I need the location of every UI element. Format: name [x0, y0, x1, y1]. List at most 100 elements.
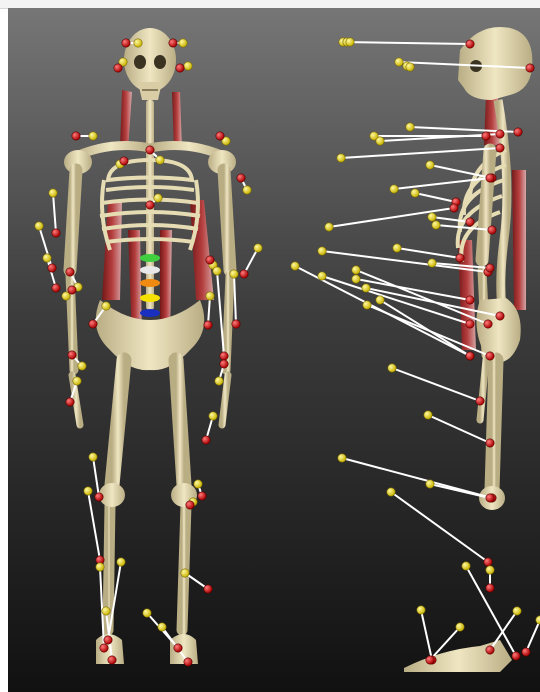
experimental-marker[interactable] [204, 321, 212, 329]
experimental-marker[interactable] [486, 584, 494, 592]
virtual-marker[interactable] [96, 563, 104, 571]
virtual-marker[interactable] [352, 275, 360, 283]
virtual-marker[interactable] [102, 607, 110, 615]
virtual-marker[interactable] [291, 262, 299, 270]
experimental-marker[interactable] [52, 284, 60, 292]
experimental-marker[interactable] [526, 64, 534, 72]
virtual-marker[interactable] [406, 63, 414, 71]
experimental-marker[interactable] [66, 398, 74, 406]
experimental-marker[interactable] [72, 132, 80, 140]
experimental-marker[interactable] [216, 132, 224, 140]
experimental-marker[interactable] [89, 320, 97, 328]
virtual-marker[interactable] [486, 566, 494, 574]
experimental-marker[interactable] [220, 360, 228, 368]
virtual-marker[interactable] [117, 558, 125, 566]
virtual-marker[interactable] [134, 39, 142, 47]
experimental-marker[interactable] [466, 296, 474, 304]
experimental-marker[interactable] [476, 397, 484, 405]
experimental-marker[interactable] [146, 201, 154, 209]
virtual-marker[interactable] [432, 221, 440, 229]
virtual-marker[interactable] [184, 62, 192, 70]
virtual-marker[interactable] [338, 454, 346, 462]
experimental-marker[interactable] [496, 312, 504, 320]
experimental-marker[interactable] [484, 558, 492, 566]
experimental-marker[interactable] [232, 320, 240, 328]
experimental-marker[interactable] [68, 286, 76, 294]
experimental-marker[interactable] [486, 646, 494, 654]
experimental-marker[interactable] [120, 157, 128, 165]
virtual-marker[interactable] [428, 259, 436, 267]
virtual-marker[interactable] [388, 364, 396, 372]
virtual-marker[interactable] [536, 616, 540, 624]
3d-viewport[interactable] [8, 8, 540, 692]
virtual-marker[interactable] [158, 623, 166, 631]
virtual-marker[interactable] [426, 480, 434, 488]
virtual-marker[interactable] [352, 266, 360, 274]
virtual-marker[interactable] [230, 270, 238, 278]
experimental-marker[interactable] [202, 436, 210, 444]
virtual-marker[interactable] [213, 267, 221, 275]
experimental-marker[interactable] [466, 218, 474, 226]
experimental-marker[interactable] [240, 270, 248, 278]
virtual-marker[interactable] [417, 606, 425, 614]
virtual-marker[interactable] [387, 488, 395, 496]
experimental-marker[interactable] [486, 439, 494, 447]
virtual-marker[interactable] [376, 296, 384, 304]
experimental-marker[interactable] [512, 652, 520, 660]
virtual-marker[interactable] [89, 132, 97, 140]
virtual-marker[interactable] [181, 569, 189, 577]
virtual-marker[interactable] [154, 194, 162, 202]
experimental-marker[interactable] [184, 658, 192, 666]
experimental-marker[interactable] [100, 644, 108, 652]
experimental-marker[interactable] [450, 204, 458, 212]
experimental-marker[interactable] [176, 64, 184, 72]
experimental-marker[interactable] [486, 264, 494, 272]
virtual-marker[interactable] [393, 244, 401, 252]
virtual-marker[interactable] [513, 607, 521, 615]
experimental-marker[interactable] [496, 130, 504, 138]
virtual-marker[interactable] [156, 156, 164, 164]
virtual-marker[interactable] [362, 284, 370, 292]
experimental-marker[interactable] [220, 352, 228, 360]
front-skeleton[interactable] [64, 28, 236, 664]
experimental-marker[interactable] [108, 656, 116, 664]
experimental-marker[interactable] [48, 264, 56, 272]
virtual-marker[interactable] [89, 453, 97, 461]
experimental-marker[interactable] [95, 493, 103, 501]
virtual-marker[interactable] [424, 411, 432, 419]
virtual-marker[interactable] [363, 301, 371, 309]
experimental-marker[interactable] [52, 229, 60, 237]
virtual-marker[interactable] [411, 189, 419, 197]
virtual-marker[interactable] [337, 154, 345, 162]
scene-canvas[interactable] [8, 8, 540, 692]
experimental-marker[interactable] [426, 656, 434, 664]
experimental-marker[interactable] [206, 256, 214, 264]
experimental-marker[interactable] [204, 585, 212, 593]
virtual-marker[interactable] [390, 185, 398, 193]
experimental-marker[interactable] [466, 40, 474, 48]
experimental-marker[interactable] [466, 352, 474, 360]
experimental-marker[interactable] [488, 226, 496, 234]
virtual-marker[interactable] [346, 38, 354, 46]
virtual-marker[interactable] [318, 247, 326, 255]
virtual-marker[interactable] [318, 272, 326, 280]
virtual-marker[interactable] [194, 480, 202, 488]
virtual-marker[interactable] [206, 292, 214, 300]
experimental-marker[interactable] [169, 39, 177, 47]
experimental-marker[interactable] [198, 492, 206, 500]
virtual-marker[interactable] [73, 377, 81, 385]
experimental-marker[interactable] [186, 501, 194, 509]
virtual-marker[interactable] [215, 377, 223, 385]
virtual-marker[interactable] [456, 623, 464, 631]
experimental-marker[interactable] [482, 132, 490, 140]
experimental-marker[interactable] [104, 636, 112, 644]
experimental-marker[interactable] [68, 351, 76, 359]
experimental-marker[interactable] [486, 174, 494, 182]
virtual-marker[interactable] [254, 244, 262, 252]
experimental-marker[interactable] [514, 128, 522, 136]
virtual-marker[interactable] [179, 39, 187, 47]
virtual-marker[interactable] [406, 123, 414, 131]
experimental-marker[interactable] [484, 320, 492, 328]
virtual-marker[interactable] [49, 189, 57, 197]
virtual-marker[interactable] [426, 161, 434, 169]
